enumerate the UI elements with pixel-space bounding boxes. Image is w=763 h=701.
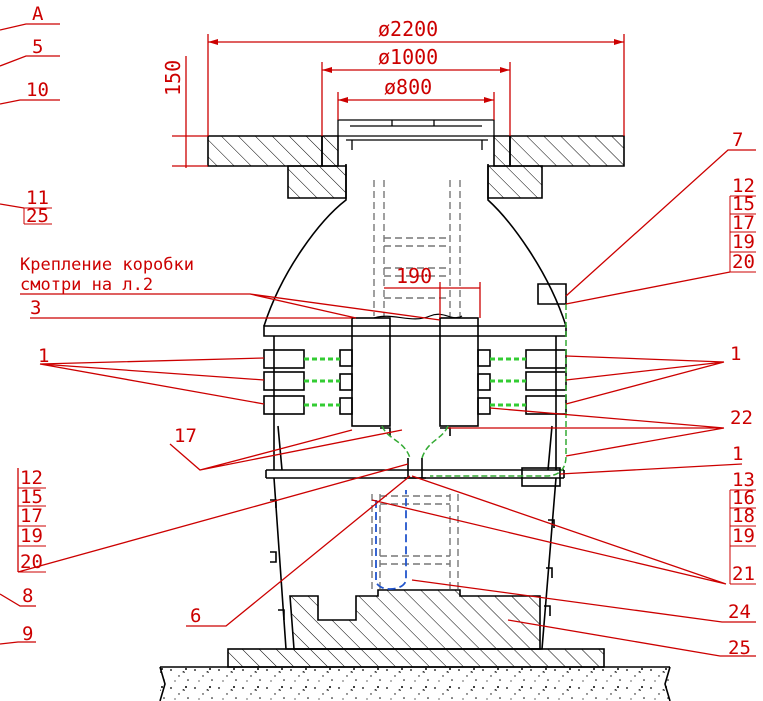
dome xyxy=(263,196,567,327)
callout-15-left: 15 xyxy=(20,486,43,508)
thin-green-cables xyxy=(381,304,567,477)
callout-19-left: 19 xyxy=(20,525,43,547)
dimension-d2200: ø2200 xyxy=(378,17,438,41)
dimension-d800: ø800 xyxy=(384,75,432,99)
callout-17: 17 xyxy=(174,425,197,447)
green-cables xyxy=(304,357,526,407)
lower-right-gland xyxy=(521,467,561,487)
callout-16: 16 xyxy=(732,487,755,509)
callout-19-right: 19 xyxy=(732,231,755,253)
callout-12-right: 12 xyxy=(732,175,755,197)
ladder xyxy=(371,180,461,590)
callout-19b-right: 19 xyxy=(732,525,755,547)
right-control-box xyxy=(439,317,479,427)
callout-17-right: 17 xyxy=(732,212,755,234)
callout-20-left: 20 xyxy=(20,551,43,573)
callout-25-right: 25 xyxy=(728,637,751,659)
callout-10: 10 xyxy=(26,79,49,101)
callout-17-left: 17 xyxy=(20,505,43,527)
neck xyxy=(345,164,489,196)
callout-5: 5 xyxy=(32,36,43,58)
callout-24: 24 xyxy=(728,601,751,623)
callout-1-right-upper: 1 xyxy=(730,343,741,365)
callout-1-right-lower: 1 xyxy=(732,443,743,465)
blue-cable xyxy=(375,490,407,590)
base-slab xyxy=(227,648,605,668)
hatch-frame xyxy=(321,135,511,167)
callout-9: 9 xyxy=(22,623,33,645)
callout-8: 8 xyxy=(22,585,33,607)
callout-13: 13 xyxy=(732,469,755,491)
dimension-190: 190 xyxy=(396,264,432,288)
upper-collar xyxy=(287,165,543,199)
ground-concrete xyxy=(160,667,670,701)
callout-22: 22 xyxy=(730,407,753,429)
callout-3: 3 xyxy=(30,297,41,319)
middle-body xyxy=(273,336,557,470)
dimension-150: 150 xyxy=(161,60,185,96)
right-junction-box xyxy=(537,283,567,305)
note-line-2: смотри на л.2 xyxy=(20,275,153,295)
callout-21: 21 xyxy=(732,563,755,585)
center-hub xyxy=(380,427,451,479)
callout-7: 7 xyxy=(732,129,743,151)
callout-1-left: 1 xyxy=(38,345,49,367)
callout-11: 11 xyxy=(26,187,49,209)
callout-25-left: 25 xyxy=(26,205,49,227)
dimension-d1000: ø1000 xyxy=(378,45,438,69)
ballast xyxy=(289,589,541,650)
callout-20-right: 20 xyxy=(732,251,755,273)
hatch-lid xyxy=(337,119,495,137)
left-control-box xyxy=(351,317,391,427)
callout-a: A xyxy=(32,3,44,25)
callout-6: 6 xyxy=(190,605,201,627)
annotation-lines xyxy=(0,23,756,657)
note-line-1: Крепление коробки xyxy=(20,255,194,275)
structure xyxy=(159,119,671,701)
callout-15-right: 15 xyxy=(732,193,755,215)
callout-18: 18 xyxy=(732,505,755,527)
ladder-break xyxy=(373,313,463,320)
callout-12-left: 12 xyxy=(20,467,43,489)
